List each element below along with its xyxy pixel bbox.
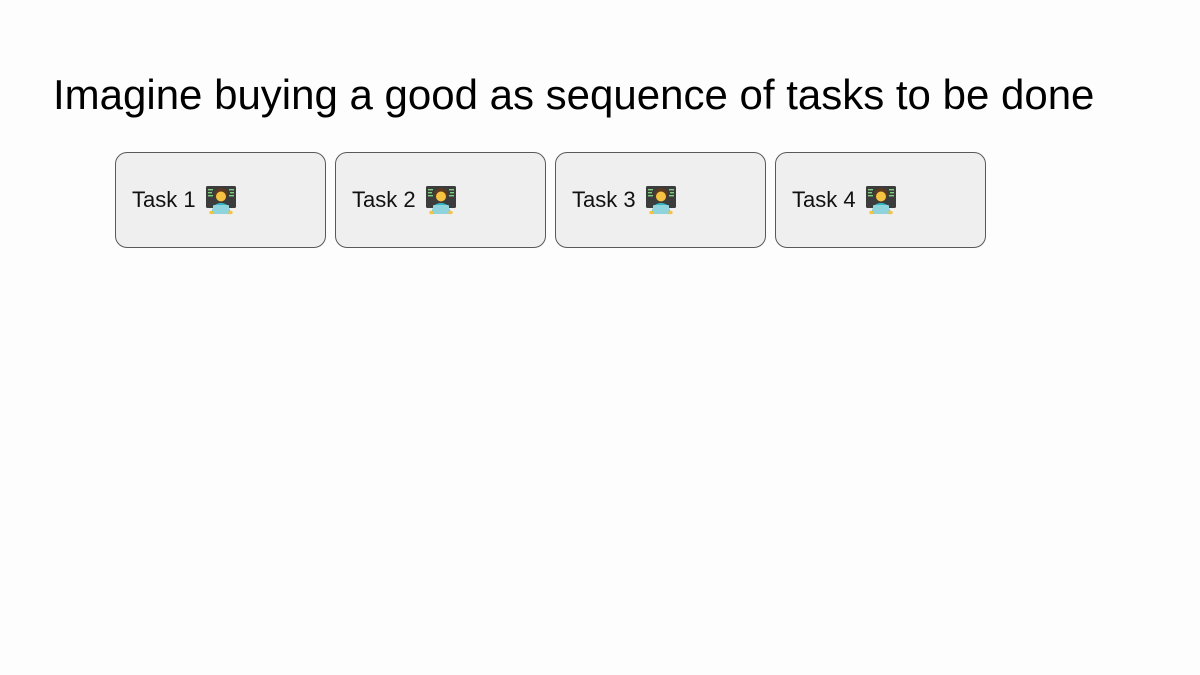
technologist-icon [205,184,237,216]
task-box-2: Task 2 [335,152,546,248]
task-label: Task 4 [792,187,856,212]
task-label: Task 2 [352,187,416,212]
task-box-1: Task 1 [115,152,326,248]
task-box-3: Task 3 [555,152,766,248]
task-box-4: Task 4 [775,152,986,248]
task-sequence: Task 1 Task 2 Task 3 Task 4 [115,152,986,248]
task-label: Task 3 [572,187,636,212]
slide-title: Imagine buying a good as sequence of tas… [53,71,1095,118]
technologist-icon [645,184,677,216]
technologist-icon [425,184,457,216]
technologist-icon [865,184,897,216]
task-label: Task 1 [132,187,196,212]
